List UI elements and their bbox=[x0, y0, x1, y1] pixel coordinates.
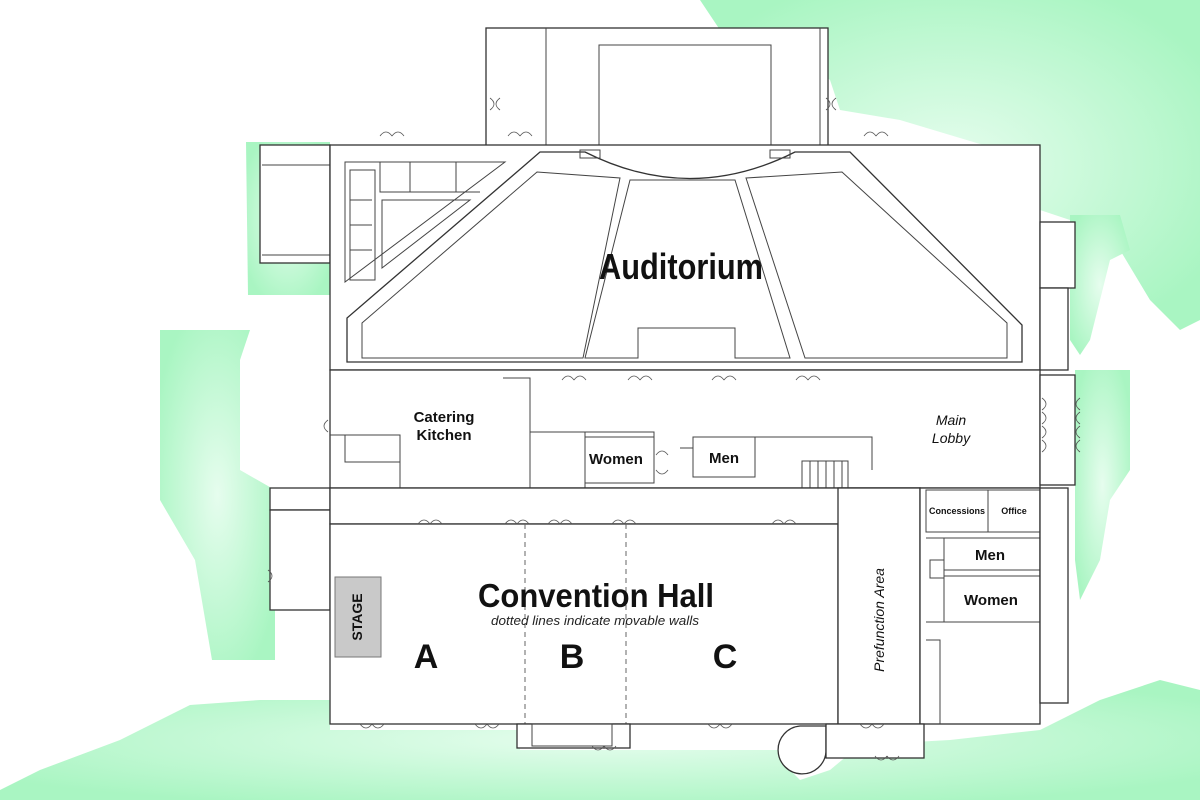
stage bbox=[334, 576, 382, 658]
door-icon bbox=[379, 131, 405, 137]
auditorium-outline bbox=[346, 151, 1023, 363]
door-icon bbox=[507, 131, 533, 137]
stage-label: STAGE bbox=[349, 593, 365, 640]
lobby-vestibule bbox=[1039, 374, 1076, 486]
stage-stairs bbox=[579, 149, 601, 159]
door-icon bbox=[655, 450, 669, 475]
east-annex bbox=[1039, 487, 1069, 704]
landscape-right-lower bbox=[1075, 370, 1130, 600]
door-icon bbox=[611, 519, 637, 525]
lobby-wall bbox=[680, 436, 873, 477]
door-icon bbox=[474, 723, 500, 729]
landscape-left bbox=[160, 330, 275, 660]
building bbox=[259, 27, 1076, 775]
door-icon bbox=[711, 375, 737, 381]
men-restroom-label: Men bbox=[975, 547, 1005, 564]
east-walls bbox=[926, 537, 1040, 724]
door-icon bbox=[874, 755, 900, 761]
restroom-fixtures bbox=[349, 169, 376, 281]
stage-stairs bbox=[769, 149, 791, 159]
section-c-label: C bbox=[713, 638, 738, 676]
door-icon bbox=[707, 723, 733, 729]
door-icon bbox=[771, 519, 797, 525]
door-icon bbox=[1041, 397, 1047, 453]
men-restroom-label: Men bbox=[709, 450, 739, 467]
southeast-entry bbox=[825, 723, 925, 759]
landscape-right bbox=[1070, 215, 1130, 355]
rotunda bbox=[777, 725, 827, 775]
door-icon bbox=[627, 375, 653, 381]
main-lobby-label: Lobby bbox=[932, 430, 971, 446]
landscape-top-right bbox=[700, 0, 1200, 330]
south-entry-inner bbox=[531, 723, 613, 747]
section-b-label: B bbox=[560, 638, 585, 676]
service-rooms bbox=[344, 161, 507, 283]
catering-kitchen-label: Catering bbox=[414, 409, 475, 426]
door-icon bbox=[795, 375, 821, 381]
middle-band bbox=[329, 369, 1041, 489]
landscape-bottom bbox=[0, 680, 1200, 800]
door-icon bbox=[267, 569, 273, 583]
south-entry bbox=[516, 723, 631, 749]
doors bbox=[267, 97, 1081, 761]
backstage bbox=[485, 27, 829, 151]
door-icon bbox=[417, 519, 443, 525]
movable-walls-note: dotted lines indicate movable walls bbox=[491, 613, 700, 628]
labels: Auditorium Catering Kitchen Main Lobby W… bbox=[349, 246, 1027, 676]
prefunction-area bbox=[837, 487, 921, 725]
auditorium-label: Auditorium bbox=[599, 246, 763, 287]
north-corridor bbox=[329, 487, 921, 525]
west-annex bbox=[269, 509, 331, 611]
door-icon bbox=[504, 519, 530, 525]
service-rooms bbox=[379, 162, 480, 270]
women-restroom-label: Women bbox=[964, 592, 1018, 609]
concessions-label: Concessions bbox=[929, 506, 985, 516]
door-icon bbox=[561, 375, 587, 381]
main-lobby-label: Main bbox=[936, 412, 967, 428]
outbuilding bbox=[259, 144, 331, 264]
door-icon bbox=[359, 723, 385, 729]
door-icon bbox=[825, 97, 837, 111]
women-restroom-label: Women bbox=[589, 451, 643, 468]
women-restroom-center bbox=[584, 436, 655, 484]
prefunction-area-label: Prefunction Area bbox=[871, 568, 887, 672]
door-icon bbox=[323, 419, 329, 433]
section-a-label: A bbox=[414, 638, 439, 676]
west-corridor bbox=[269, 487, 331, 511]
right-annex bbox=[1039, 287, 1069, 371]
door-icon bbox=[1075, 397, 1081, 453]
door-icon bbox=[547, 519, 573, 525]
door-icon bbox=[591, 745, 617, 751]
door-icon bbox=[863, 131, 889, 137]
auditorium-seating bbox=[361, 171, 621, 359]
door-icon bbox=[859, 723, 885, 729]
door-icon bbox=[489, 97, 501, 111]
convention-hall bbox=[329, 523, 839, 725]
catering-kitchen-label: Kitchen bbox=[416, 427, 471, 444]
auditorium-seating bbox=[584, 179, 791, 359]
auditorium-seating bbox=[745, 171, 1008, 359]
right-annex bbox=[1039, 221, 1076, 289]
office-label: Office bbox=[1001, 506, 1027, 516]
convention-hall-label: Convention Hall bbox=[478, 577, 714, 614]
